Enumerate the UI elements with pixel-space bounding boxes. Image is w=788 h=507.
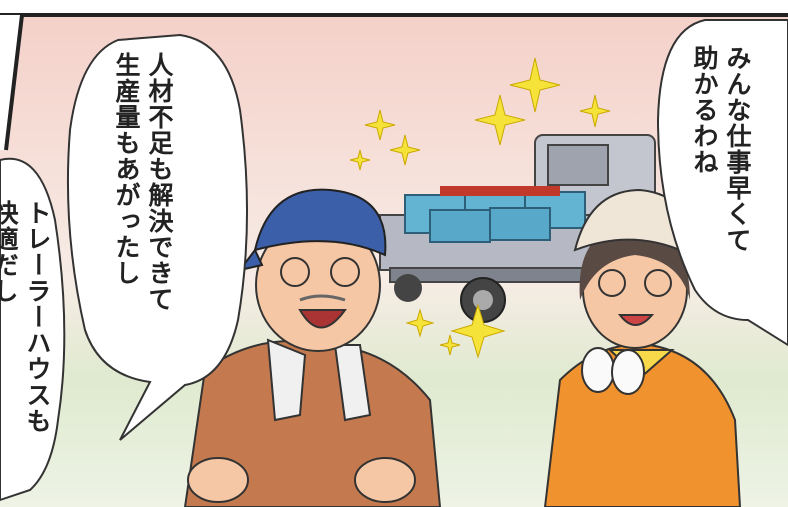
crates <box>404 186 586 243</box>
man-character <box>183 188 442 507</box>
speech-bubble-woman <box>656 19 788 347</box>
woman-speech-text: みんな仕事早くて 助かるわね <box>690 45 752 253</box>
panel-border-top <box>0 0 788 14</box>
man-speech-text: 人材不足も解決できて 生産量もあがったし <box>112 52 174 312</box>
speech-bubble-left <box>0 157 66 502</box>
sparkles <box>349 57 611 359</box>
speech-bubble-man <box>66 33 249 441</box>
left-speech-text: トレーラーハウスも 快適だし <box>0 200 52 434</box>
